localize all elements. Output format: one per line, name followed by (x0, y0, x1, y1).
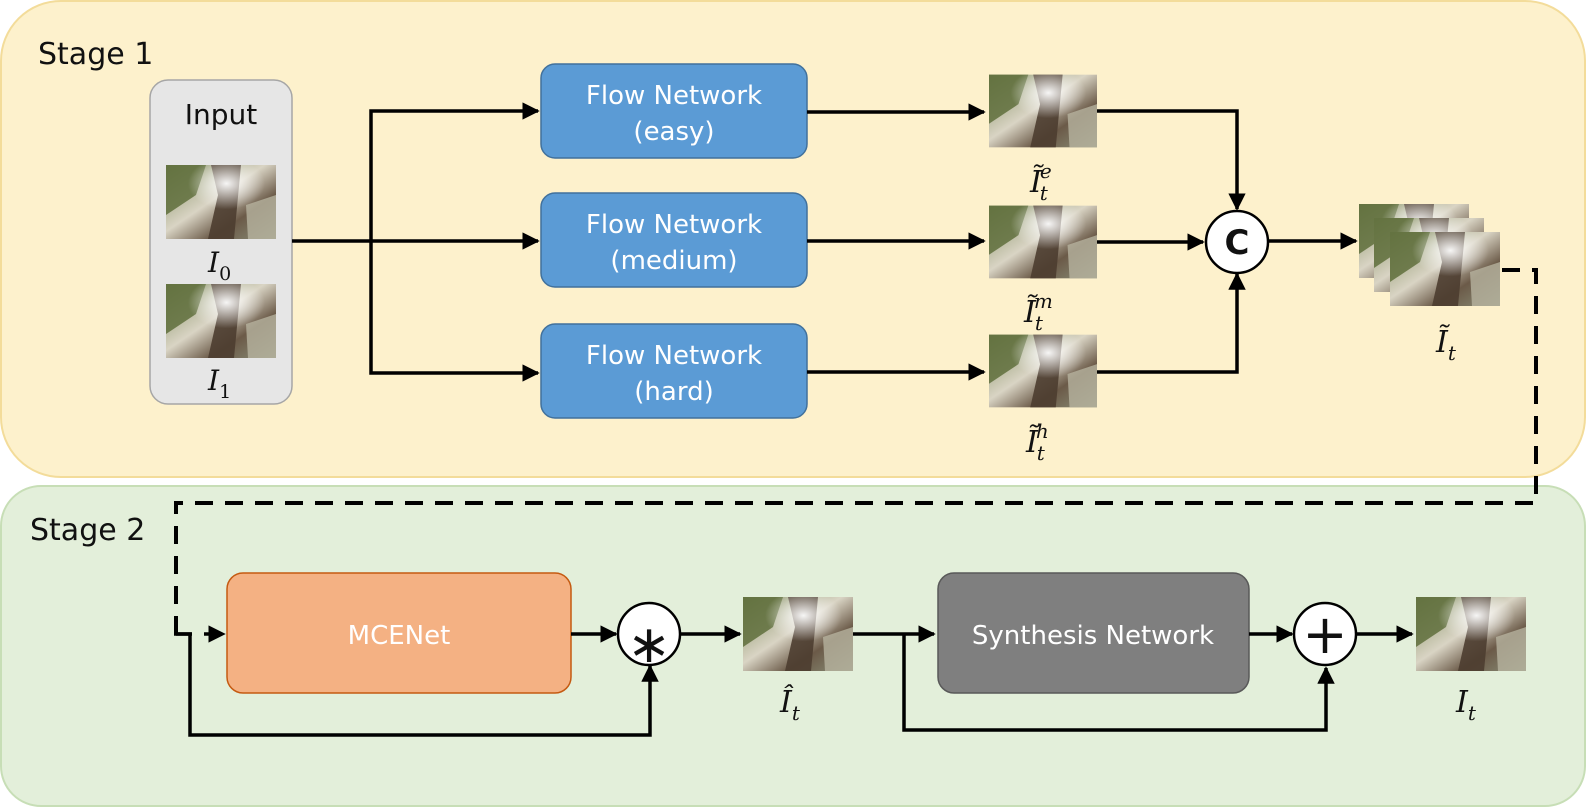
flow-network-medium-subtitle: (medium) (610, 246, 737, 276)
residual-to-add (902, 634, 1335, 732)
flow-network-hard-subtitle: (hard) (634, 377, 713, 407)
add-operator-label: + (1302, 603, 1347, 666)
input-title: Input (185, 98, 258, 131)
flow-network-easy: Flow Network (easy) (540, 63, 808, 159)
stacked-output-label: Ĩt (1435, 324, 1457, 365)
mcenet-label: MCENet (348, 621, 451, 651)
branch-connector-easy (369, 102, 540, 241)
hard-to-concat-arrow (1097, 272, 1246, 374)
flow-network-easy-subtitle: (easy) (633, 117, 714, 147)
masked-output-label: Ît (779, 684, 801, 725)
multiply-operator-label: ∗ (627, 615, 671, 675)
easy-to-concat-arrow (1097, 109, 1246, 211)
bypass-to-multiply (176, 632, 659, 737)
input-frame0-label: I0 (207, 246, 231, 285)
flow-network-hard: Flow Network (hard) (540, 323, 808, 419)
stage1-label: Stage 1 (38, 37, 153, 72)
flow-network-medium-title: Flow Network (586, 210, 762, 240)
output-easy-image (989, 74, 1097, 148)
final-output-label: It (1455, 685, 1477, 725)
branch-connector-hard (369, 241, 540, 382)
input-frame1-label: I1 (207, 364, 231, 403)
flow-network-hard-title: Flow Network (586, 341, 762, 371)
mcenet-box: MCENet (226, 572, 572, 694)
output-medium-image (989, 205, 1097, 279)
input-frame1-image (166, 284, 276, 358)
stage2-label: Stage 2 (30, 513, 145, 548)
flow-network-easy-title: Flow Network (586, 81, 762, 111)
flow-network-medium: Flow Network (medium) (540, 192, 808, 288)
synthesis-network-box: Synthesis Network (937, 572, 1250, 694)
masked-output-image (743, 597, 853, 671)
final-output-image (1416, 597, 1526, 671)
input-frame0-image (166, 165, 276, 239)
stacked-output-images (1359, 204, 1500, 306)
concat-operator-label: C (1225, 223, 1250, 263)
synthesis-network-label: Synthesis Network (972, 621, 1214, 651)
output-hard-image (989, 334, 1097, 408)
